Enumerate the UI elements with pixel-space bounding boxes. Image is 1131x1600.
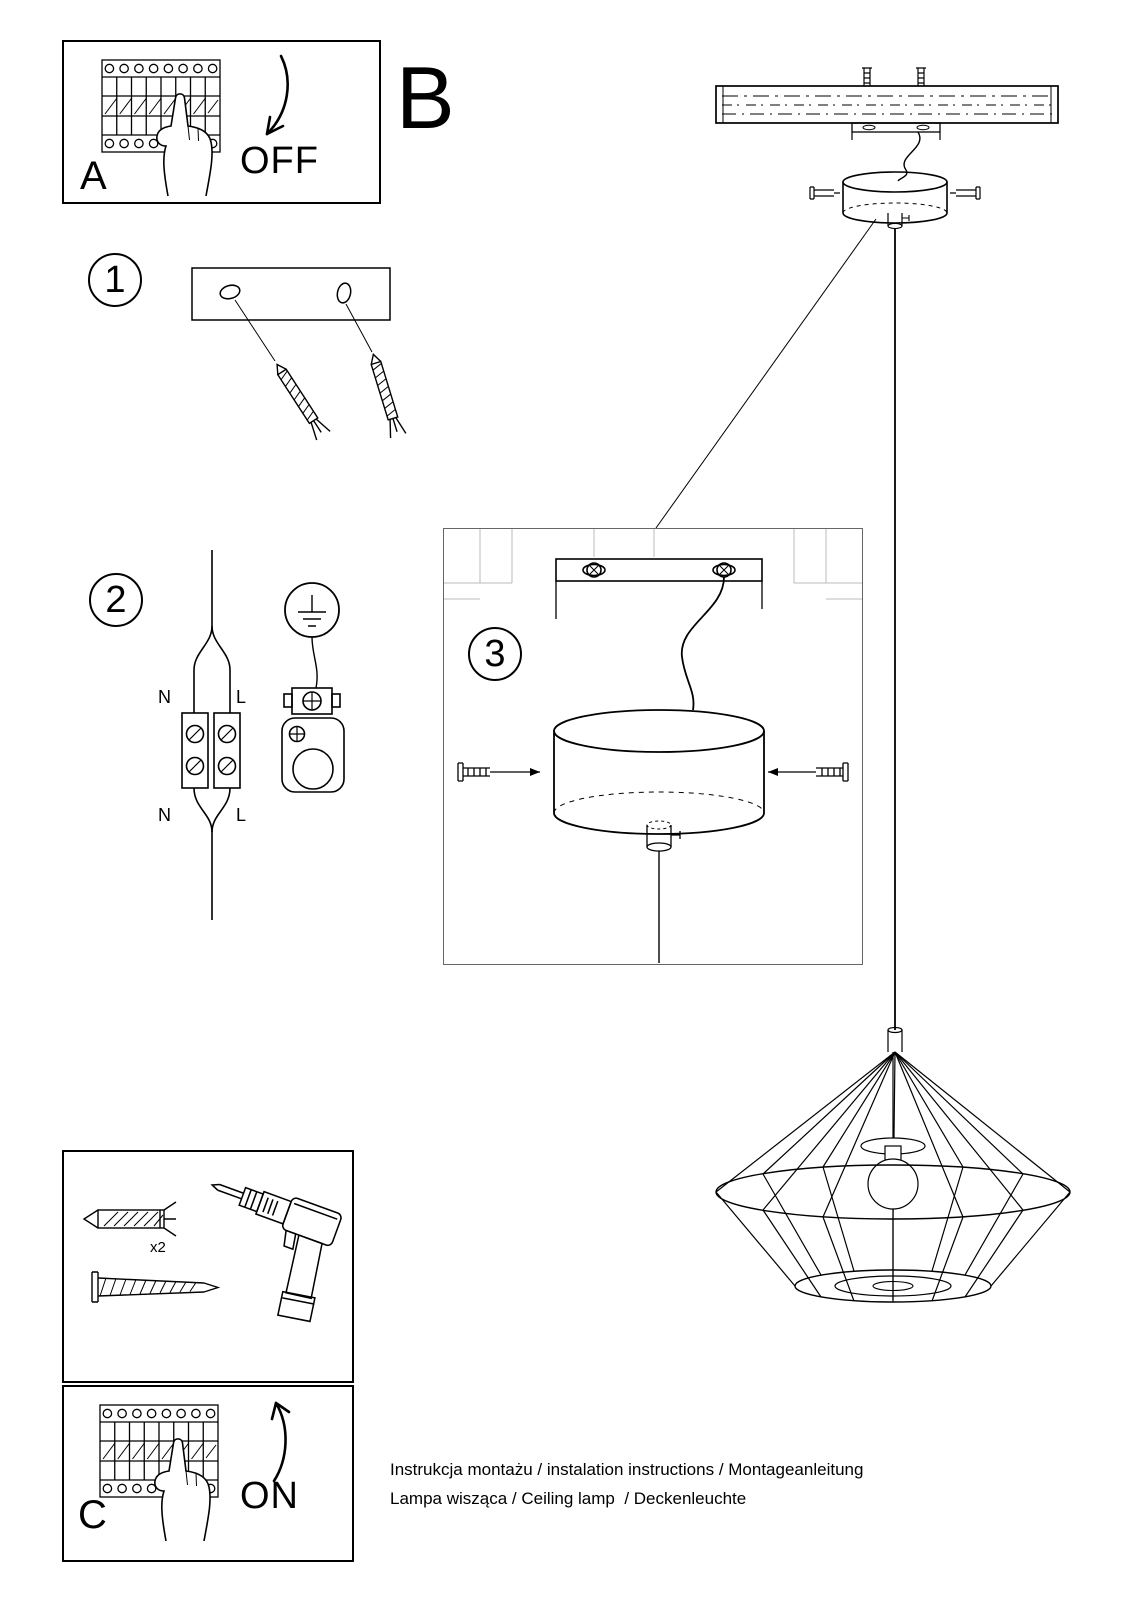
anchor-count-label: x2 [150, 1239, 166, 1256]
canopy-detail-illustration [444, 529, 862, 963]
panel-a-label: A [80, 154, 107, 198]
step-3-number: 3 [484, 632, 506, 675]
off-label: OFF [240, 140, 319, 182]
on-label: ON [240, 1475, 299, 1517]
footer-instructions-line: Instrukcja montażu / instalation instruc… [390, 1460, 864, 1479]
panel-c-label: C [78, 1493, 107, 1537]
wire-label-l-top: L [236, 687, 247, 707]
drill-icon [210, 1183, 342, 1323]
wire-label-n-top: N [158, 687, 171, 707]
step-1-badge: 1 [88, 253, 142, 307]
panel-power-on: C ON [62, 1385, 354, 1562]
footer-product-line: Lampa wisząca / Ceiling lamp / Deckenleu… [390, 1489, 747, 1508]
wire-label-l-bottom: L [236, 805, 247, 825]
step-2-number: 2 [105, 578, 127, 621]
breaker-off-illustration [101, 54, 289, 197]
step-2-badge: 2 [89, 573, 143, 627]
step-3-badge: 3 [468, 627, 522, 681]
wall-plugs-illustration [191, 267, 407, 441]
detail-view-box: 3 [443, 528, 863, 965]
section-b-label: B [396, 48, 455, 147]
wire-label-n-bottom: N [158, 805, 171, 825]
breaker-on-illustration [99, 1401, 291, 1542]
tools-panel: x2 [62, 1150, 354, 1383]
panel-power-off: A OFF [62, 40, 381, 204]
drill-and-screws-illustration [82, 1183, 342, 1323]
wiring-illustration [181, 550, 345, 920]
step-1-number: 1 [104, 258, 126, 301]
